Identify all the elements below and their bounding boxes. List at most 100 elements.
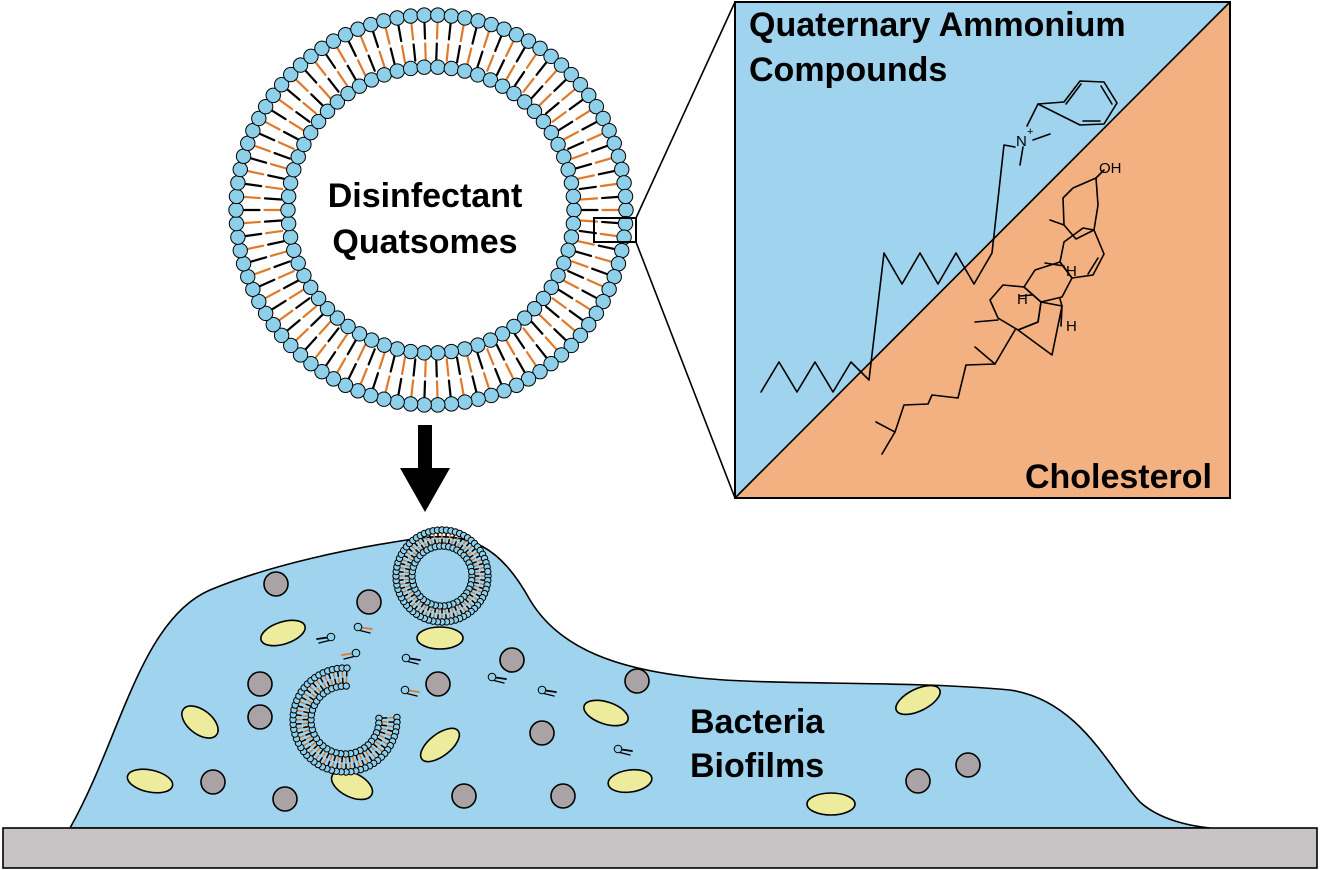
free-surfactants: [316, 622, 633, 756]
lipid-tail: [380, 727, 387, 731]
lipid-head: [553, 57, 570, 73]
lipid-tail: [432, 533, 436, 539]
lipid-tail: [294, 78, 309, 92]
lipid-tail: [447, 22, 452, 41]
lipid-tail: [471, 587, 477, 591]
lipid-head: [319, 300, 336, 317]
lipid-tail: [470, 590, 476, 595]
lipid-tail: [253, 267, 271, 276]
lipid-head: [588, 98, 605, 115]
lipid-head: [351, 78, 368, 94]
bacterium-rod: [181, 705, 219, 739]
lipid-tail: [476, 50, 484, 69]
lipid-tail: [314, 344, 327, 360]
lipid-head: [560, 242, 576, 258]
biofilm-label-line1: Bacteria: [690, 703, 825, 741]
lipid-tail: [410, 593, 416, 598]
down-arrow-icon: [400, 425, 450, 512]
lipid-tail: [324, 351, 337, 367]
lipid-head: [228, 202, 244, 218]
lipid-tail: [468, 554, 474, 559]
lipid-tail: [400, 44, 407, 64]
lipid-tail: [407, 561, 413, 565]
lipid-tail: [264, 289, 281, 300]
lipid-head: [610, 148, 627, 164]
lipid-tail: [267, 174, 286, 180]
lipid-tail: [356, 343, 367, 361]
lipid-tail: [310, 93, 325, 107]
lipid-head: [228, 188, 245, 205]
lipid-tail: [277, 269, 295, 279]
lipid-tail: [478, 562, 484, 566]
lipid-tail: [405, 584, 411, 588]
lipid-tail: [462, 607, 467, 613]
lipid-tail: [468, 593, 474, 598]
lipid-tail: [346, 64, 357, 82]
lipid-tail: [316, 746, 321, 752]
lipid-tail: [594, 157, 613, 164]
qac-structure: N +: [760, 80, 1118, 393]
lipid-tail: [386, 733, 392, 737]
lipid-tail: [410, 544, 416, 550]
lipid-tail: [459, 23, 465, 43]
lipid-head: [240, 268, 256, 285]
lipid-tail: [303, 692, 309, 697]
lipid-tail: [574, 163, 593, 170]
lipid-tail: [306, 735, 313, 740]
lipid-tail: [452, 534, 456, 540]
lipid-tail: [601, 195, 620, 200]
lipid-tail: [408, 557, 414, 562]
lipid-tail: [525, 351, 538, 367]
lipid-head: [310, 290, 327, 307]
lipid-head: [516, 310, 533, 326]
lipid-tail: [305, 732, 312, 736]
lipid-tail: [286, 319, 301, 332]
lipid-tail: [269, 250, 288, 257]
lipid-head: [563, 229, 580, 245]
lipid-tail: [309, 696, 315, 701]
lipid-tail: [336, 46, 347, 63]
lipid-tail: [355, 754, 359, 761]
lipid-tail: [336, 70, 349, 87]
lipid-head: [506, 318, 522, 335]
bacterium-coccus: [624, 668, 650, 694]
lipid-tail: [304, 707, 311, 711]
bacterium-coccus: [529, 720, 555, 746]
lipid-tail: [327, 77, 340, 93]
lipid-tail: [314, 60, 327, 76]
lipid-tail: [297, 705, 304, 709]
lipid-head: [340, 318, 356, 335]
lipid-tail: [562, 279, 580, 290]
lipid-head: [314, 363, 330, 380]
lipid-tail: [466, 605, 470, 610]
lipid-tail: [357, 761, 361, 768]
lipid-tail: [405, 596, 411, 601]
lipid-head: [430, 345, 446, 361]
lipid-tail: [405, 581, 411, 584]
lipid-head: [470, 13, 486, 29]
molecule-inset: Quaternary Ammonium Compounds Cholestero…: [734, 1, 1231, 499]
lipid-tail: [365, 758, 369, 764]
lipid-tail: [407, 587, 413, 591]
lipid-tail: [581, 289, 598, 300]
lipid-head: [595, 110, 611, 127]
lipid-tail: [319, 749, 324, 755]
lipid-head: [303, 124, 319, 141]
bacterium-rod: [416, 626, 464, 650]
bacterium-rod: [607, 768, 653, 794]
lipid-tail: [544, 336, 558, 351]
lipid-tail: [471, 548, 476, 552]
lipid-tail: [462, 546, 467, 552]
lipid-tail: [447, 539, 450, 545]
lipid-tail: [448, 533, 452, 539]
lipid-tail: [567, 141, 585, 151]
lipid-head: [467, 567, 476, 576]
lipid-head: [363, 16, 379, 33]
lipid-head: [329, 310, 346, 326]
lipid-tail: [471, 600, 476, 604]
lipid-head: [232, 242, 248, 259]
lipid-tail: [361, 759, 365, 766]
lipid-head: [292, 57, 309, 73]
lipid-tail: [561, 88, 576, 101]
lipid-tail: [329, 754, 333, 761]
